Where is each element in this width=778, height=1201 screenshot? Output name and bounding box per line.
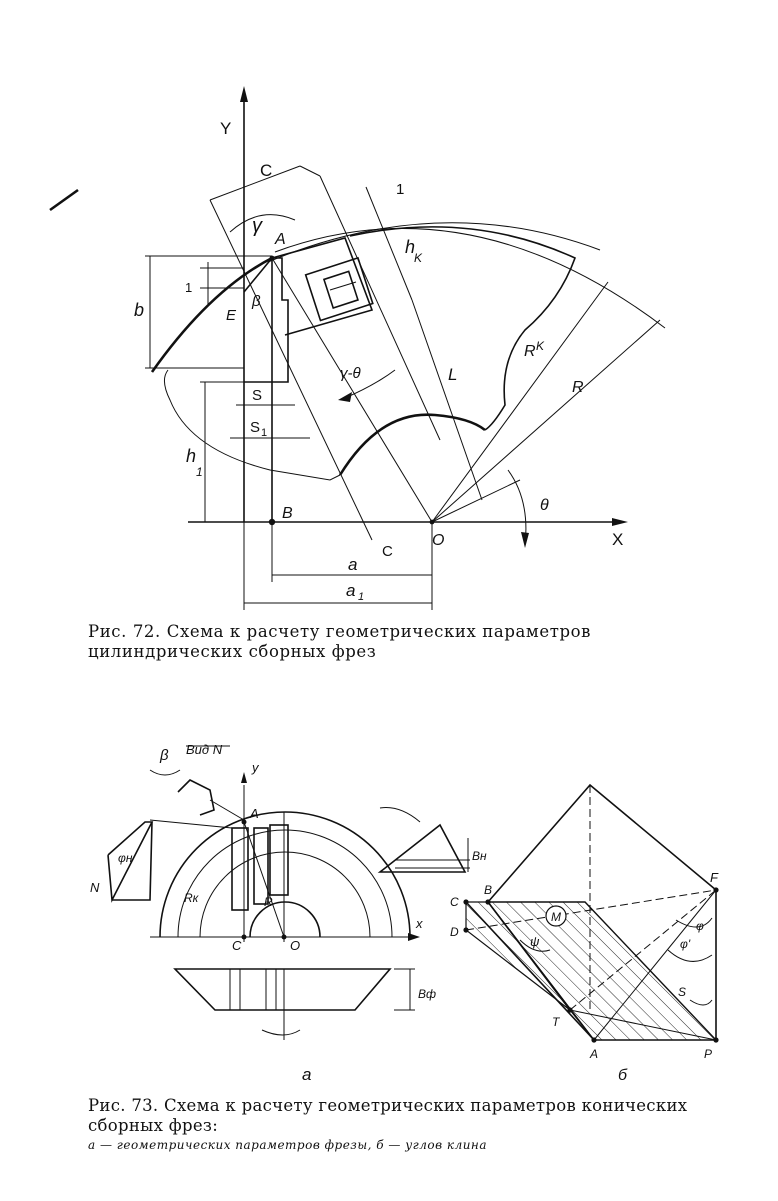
fig72-label-s1-sub: 1 bbox=[261, 427, 267, 439]
fig73-label-view-n: Вид N bbox=[186, 742, 223, 757]
figure-73-caption: Рис. 73. Схема к расчету геометрических … bbox=[88, 1096, 688, 1135]
fig72-dimensions bbox=[145, 255, 433, 610]
fig73-label-c-right: C bbox=[450, 895, 459, 909]
fig72-label-gamma-theta: γ-θ bbox=[340, 365, 361, 382]
fig73-label-y: y bbox=[251, 760, 260, 775]
fig72-hub-arc bbox=[338, 413, 486, 476]
fig73-label-m: M bbox=[551, 910, 561, 924]
fig73-label-r: R bbox=[264, 895, 273, 909]
fig72-label-a1: a bbox=[346, 581, 355, 600]
fig73-label-f: F bbox=[710, 870, 719, 885]
fig73-label-x: x bbox=[415, 916, 423, 931]
fig72-tooth-back bbox=[150, 256, 273, 373]
fig73b-drawing bbox=[463, 783, 719, 1043]
fig73-label-p: P bbox=[704, 1047, 712, 1061]
fig72-point-b bbox=[268, 518, 276, 526]
fig73-label-phi-prime: φ' bbox=[680, 937, 691, 951]
fig72-label-r: R bbox=[572, 379, 584, 396]
fig72-label-x: X bbox=[612, 530, 623, 549]
fig72-label-gamma: γ bbox=[252, 215, 263, 237]
fig72-label-theta: θ bbox=[540, 497, 549, 514]
fig73-label-beta: β bbox=[159, 747, 169, 764]
fig72-label-hk: h bbox=[405, 237, 415, 257]
fig72-label-c-top: C bbox=[260, 161, 272, 180]
fig72-margin-mark bbox=[49, 188, 79, 212]
fig73-label-o: O bbox=[290, 938, 300, 953]
fig73-label-n: N bbox=[90, 880, 100, 895]
fig72-label-e: E bbox=[226, 307, 237, 324]
fig72-label-h1: h bbox=[186, 446, 196, 466]
fig72-label-a1-sub: 1 bbox=[358, 591, 364, 603]
fig72-body-outline bbox=[349, 226, 577, 431]
fig72-body-lower bbox=[164, 369, 341, 481]
fig72-label-a: A bbox=[274, 231, 286, 248]
fig72-label-y: Y bbox=[220, 119, 231, 138]
fig72-label-beta: β bbox=[251, 293, 261, 310]
fig73-label-bn: Bн bbox=[472, 849, 487, 863]
fig73-label-a: A bbox=[249, 806, 259, 821]
fig72-label-s1: S bbox=[250, 419, 260, 436]
fig72-label-rk: R bbox=[524, 343, 536, 360]
fig73-label-rk: Rк bbox=[184, 891, 200, 905]
fig72-point-a bbox=[269, 255, 275, 261]
fig73-label-c: C bbox=[232, 938, 242, 953]
fig73-label-s: S bbox=[678, 985, 686, 999]
fig72-label-rk-sub: K bbox=[536, 339, 545, 353]
figure-72-caption: Рис. 72. Схема к расчету геометрических … bbox=[88, 622, 592, 661]
fig72-label-hk-sub: K bbox=[414, 251, 423, 265]
fig72-point-o bbox=[429, 519, 435, 525]
fig72-label-b: b bbox=[134, 300, 144, 320]
fig72-label-a-dim: a bbox=[348, 555, 357, 574]
fig73-label-a-right: A bbox=[589, 1047, 598, 1061]
fig72-label-h1-sub: 1 bbox=[196, 465, 203, 479]
fig72-axes bbox=[188, 86, 628, 526]
fig72-arc-rk bbox=[267, 222, 601, 263]
fig72-construction bbox=[209, 165, 661, 548]
fig73-label-bf: Bф bbox=[418, 987, 436, 1001]
fig73-label-part-a: а bbox=[302, 1065, 311, 1084]
fig73-label-part-b: б bbox=[618, 1067, 628, 1084]
fig73-label-t: T bbox=[552, 1015, 561, 1029]
fig73-label-phi: φ bbox=[696, 919, 704, 933]
fig72-label-b-point: B bbox=[282, 505, 293, 522]
fig73-label-d: D bbox=[450, 925, 459, 939]
fig72-outer-arc bbox=[274, 227, 666, 329]
fig73a-drawing bbox=[107, 745, 470, 1040]
fig73a-outer-arc bbox=[159, 811, 411, 938]
fig73-label-b: B bbox=[484, 883, 492, 897]
fig73-label-psi: ψ bbox=[530, 934, 540, 949]
fig72-label-one-left: 1 bbox=[185, 280, 192, 295]
fig72-label-o: O bbox=[432, 532, 444, 549]
fig72-label-s: S bbox=[252, 387, 262, 404]
fig72-label-c-bottom: C bbox=[382, 543, 393, 560]
fig73-label-phi-h: φн bbox=[118, 851, 133, 865]
fig72-label-l: L bbox=[448, 365, 457, 384]
fig72-label-one-top: 1 bbox=[396, 181, 404, 198]
figure-73-subcaption: а — геометрических параметров фрезы, б —… bbox=[88, 1138, 487, 1152]
